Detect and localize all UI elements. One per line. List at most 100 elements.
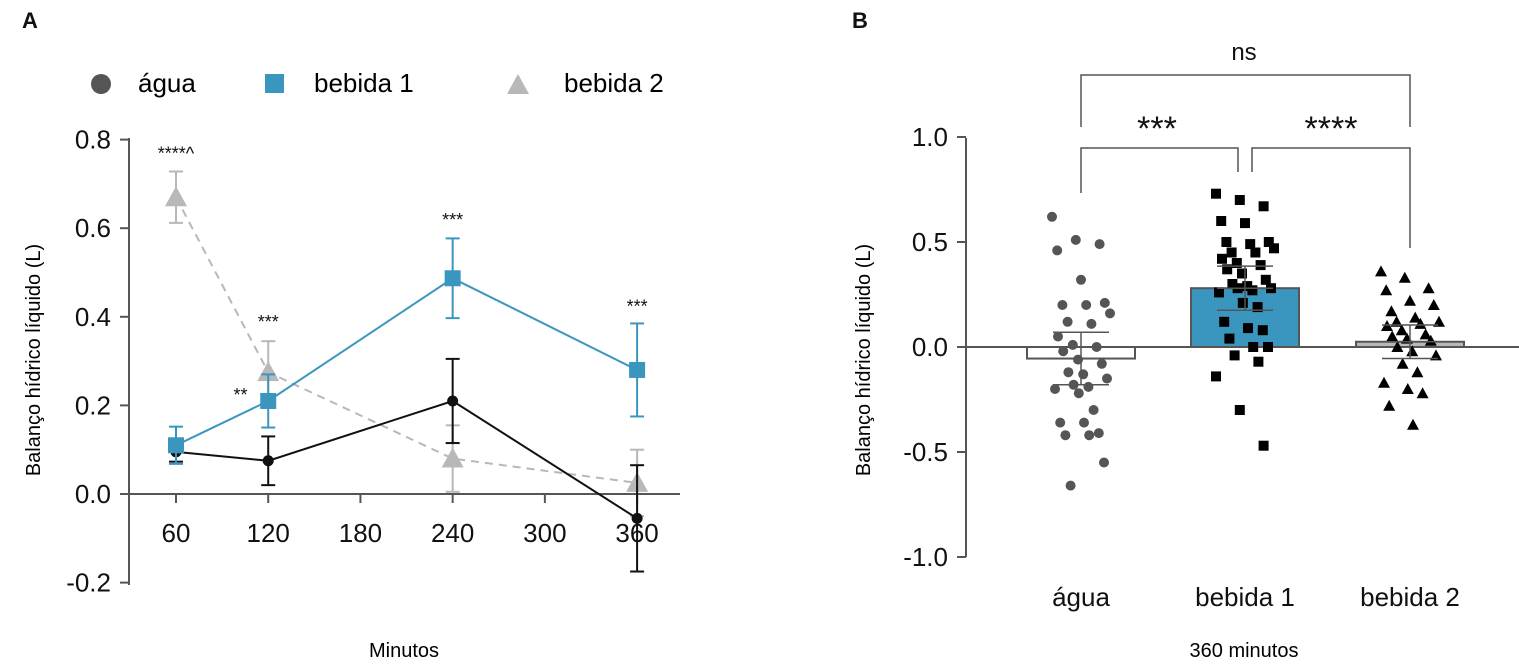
panel-a-series <box>165 170 649 573</box>
scatter-point-bebida1 <box>1214 287 1224 298</box>
scatter-point-agua <box>1099 457 1109 468</box>
category-label: bebida 2 <box>1360 582 1460 612</box>
x-tick-label: 60 <box>162 518 191 548</box>
scatter-point-bebida1 <box>1227 279 1238 289</box>
scatter-point-bebida2 <box>1383 399 1396 411</box>
y-tick-label: -0.2 <box>66 568 111 598</box>
x-tick-label: 180 <box>339 518 382 548</box>
scatter-point-bebida1 <box>1255 260 1266 271</box>
scatter-point-bebida1 <box>1224 333 1235 344</box>
scatter-point-agua <box>1065 480 1076 491</box>
panel-a-y-label: Balanço hídrico líquido (L) <box>23 244 45 476</box>
data-point-bebida1 <box>168 437 184 454</box>
scatter-point-agua <box>1070 234 1081 245</box>
significance-annotation: *** <box>627 296 648 316</box>
scatter-point-bebida1 <box>1222 264 1233 275</box>
scatter-point-bebida2 <box>1424 334 1437 346</box>
bracket-ns <box>1080 74 1411 127</box>
scatter-point-agua <box>1050 384 1060 394</box>
scatter-point-agua <box>1083 381 1094 392</box>
scatter-point-bebida2 <box>1416 387 1429 399</box>
scatter-point-bebida2 <box>1406 345 1419 357</box>
scatter-point-agua <box>1105 308 1115 319</box>
panel-a-x-label: Minutos <box>369 640 439 662</box>
scatter-point-agua <box>1047 211 1057 222</box>
scatter-point-bebida1 <box>1258 201 1269 212</box>
series-bebida1 <box>168 237 646 465</box>
scatter-point-bebida2 <box>1395 324 1408 336</box>
scatter-point-agua <box>1093 428 1104 439</box>
bar-group-bebida2 <box>1355 265 1465 430</box>
bracket-label: **** <box>1305 110 1358 148</box>
scatter-point-bebida1 <box>1263 342 1273 352</box>
scatter-point-bebida2 <box>1422 282 1435 294</box>
series-bebida2 <box>165 170 649 518</box>
scatter-point-agua <box>1060 430 1071 441</box>
panel-b-x-label: 360 minutos <box>1190 640 1299 662</box>
scatter-point-bebida2 <box>1398 271 1411 283</box>
scatter-point-agua <box>1058 346 1069 357</box>
series-line-agua <box>175 399 638 520</box>
data-point-bebida1 <box>629 361 646 378</box>
scatter-point-bebida1 <box>1258 440 1269 451</box>
panel-b-y-label: Balanço hídrico líquido (L) <box>853 244 875 476</box>
legend-label-bebida1: bebida 1 <box>314 68 414 98</box>
bracket-label: *** <box>1137 110 1177 148</box>
scatter-point-bebida2 <box>1430 349 1442 361</box>
series-line-bebida2 <box>175 196 638 484</box>
legend-label-bebida2: bebida 2 <box>564 68 664 98</box>
scatter-point-bebida1 <box>1250 247 1261 258</box>
category-label: bebida 1 <box>1195 582 1295 612</box>
scatter-point-bebida1 <box>1211 188 1221 199</box>
y-tick-label: -0.5 <box>903 437 948 467</box>
scatter-point-bebida2 <box>1386 330 1399 342</box>
scatter-point-bebida1 <box>1231 258 1242 268</box>
scatter-point-bebida1 <box>1211 371 1221 382</box>
scatter-point-agua <box>1053 331 1063 342</box>
scatter-point-agua <box>1084 430 1095 441</box>
scatter-point-bebida1 <box>1252 302 1263 313</box>
scatter-point-bebida1 <box>1219 316 1230 327</box>
x-tick-label: 300 <box>523 518 566 548</box>
scatter-point-bebida2 <box>1433 315 1445 327</box>
y-tick-label: -1.0 <box>903 542 948 572</box>
scatter-point-agua <box>1096 358 1107 369</box>
y-tick-label: 0.4 <box>75 302 111 332</box>
scatter-point-agua <box>1055 417 1066 428</box>
scatter-point-bebida1 <box>1253 356 1264 367</box>
panel-a: água bebida 1 bebida 2 -0.20.00.20.40.60… <box>23 68 680 662</box>
legend-marker-agua <box>91 74 111 94</box>
scatter-point-agua <box>1086 318 1097 329</box>
scatter-point-agua <box>1062 316 1073 327</box>
bar-group-agua <box>1026 211 1136 491</box>
y-tick-label: 1.0 <box>912 122 948 152</box>
y-tick-label: 0.0 <box>912 332 948 362</box>
data-point-agua <box>262 455 274 467</box>
scatter-point-bebida1 <box>1229 350 1240 361</box>
data-point-agua <box>447 395 459 407</box>
scatter-point-bebida1 <box>1243 323 1253 334</box>
scatter-point-agua <box>1078 369 1089 380</box>
scatter-point-bebida1 <box>1226 247 1237 258</box>
scatter-point-bebida2 <box>1404 294 1416 306</box>
scatter-point-bebida2 <box>1407 418 1419 430</box>
scatter-point-agua <box>1099 297 1110 308</box>
scatter-point-agua <box>1091 342 1102 352</box>
data-point-bebida1 <box>444 270 461 287</box>
scatter-point-agua <box>1063 367 1074 378</box>
y-tick-label: 0.0 <box>75 479 111 509</box>
scatter-point-bebida2 <box>1427 299 1440 310</box>
significance-annotation: *** <box>442 210 463 230</box>
panel-b-y-ticks: -1.0 -0.5 0.0 0.5 1.0 <box>903 122 966 572</box>
panel-a-annotations: ****^*********** <box>158 144 648 405</box>
y-tick-label: 0.5 <box>912 227 948 257</box>
scatter-point-agua <box>1076 274 1086 285</box>
scatter-point-bebida1 <box>1257 325 1268 336</box>
panel-label-a: A <box>22 8 38 33</box>
scatter-point-bebida1 <box>1237 297 1248 308</box>
bracket-agua-bebida1 <box>1080 147 1239 193</box>
data-point-bebida1 <box>260 392 277 409</box>
scatter-point-bebida2 <box>1385 305 1398 317</box>
